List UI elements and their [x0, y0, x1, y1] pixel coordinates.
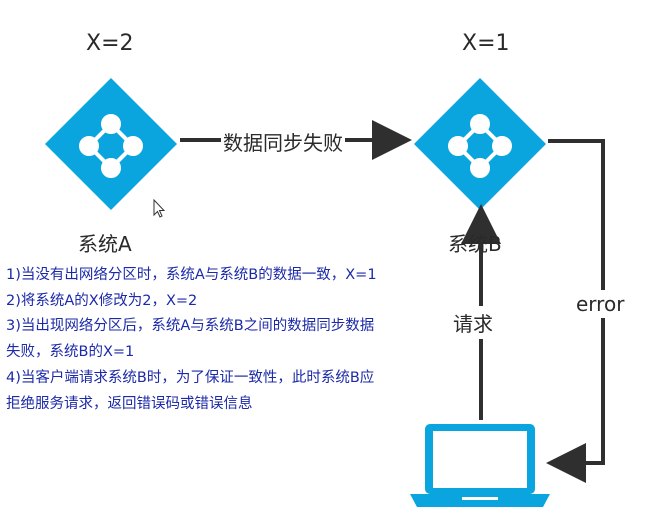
- system-a-name: 系统A: [78, 232, 132, 256]
- explanation-notes: 1)当没有出网络分区时，系统A与系统B的数据一致，X=1 2)将系统A的X修改为…: [6, 263, 426, 417]
- system-b-name: 系统B: [448, 232, 502, 256]
- request-label: 请求: [452, 306, 494, 339]
- sync-failed-label: 数据同步失败: [221, 127, 345, 156]
- note-line: 1)当没有出网络分区时，系统A与系统B的数据一致，X=1: [6, 267, 377, 283]
- system-a-node: [45, 78, 177, 210]
- network-node-icon: [79, 114, 143, 178]
- network-node-icon: [448, 114, 512, 178]
- mouse-cursor-icon: [153, 198, 166, 218]
- system-b-value-label: X=1: [462, 31, 510, 56]
- note-line: 拒绝服务请求，返回错误码或错误信息: [6, 395, 253, 412]
- system-b-node: [414, 78, 546, 210]
- error-label: error: [574, 290, 627, 318]
- note-line: 4)当客户端请求系统B时，为了保证一致性，此时系统B应: [6, 369, 375, 386]
- system-a-value-label: X=2: [86, 31, 134, 56]
- note-line: 3)当出现网络分区后，系统A与系统B之间的数据同步数据: [6, 318, 375, 335]
- note-line: 2)将系统A的X修改为2，X=2: [6, 292, 198, 309]
- laptop-icon: [410, 424, 550, 507]
- note-line: 失败，系统B的X=1: [6, 344, 135, 361]
